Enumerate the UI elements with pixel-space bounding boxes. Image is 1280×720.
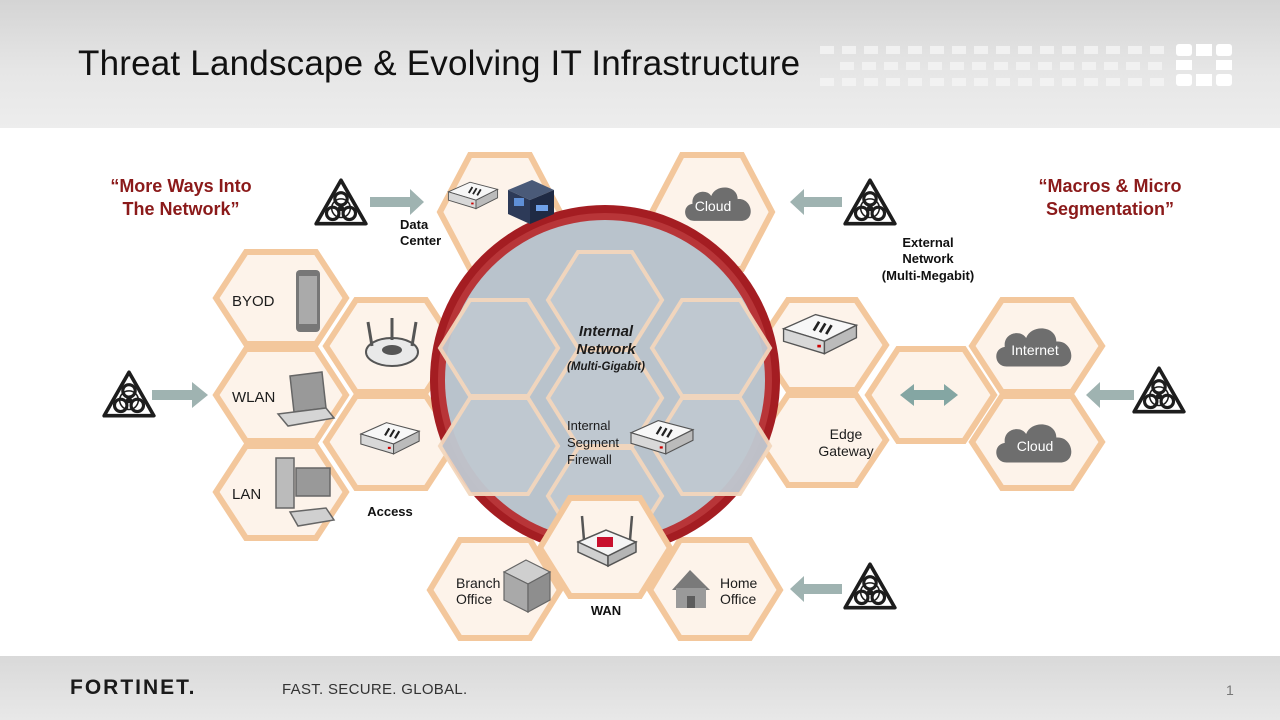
arrow-home xyxy=(790,576,842,602)
center-subtitle: (Multi-Gigabit) xyxy=(567,361,645,373)
label-external-1: External xyxy=(902,235,953,250)
wan-router-icon xyxy=(576,515,638,568)
center-title-line2: Network xyxy=(576,341,636,358)
slide-header: Threat Landscape & Evolving IT Infrastru… xyxy=(0,0,1280,128)
desktop-icon xyxy=(275,457,336,527)
center-title-line1: Internal xyxy=(579,323,634,340)
footer-tagline: FAST. SECURE. GLOBAL. xyxy=(282,681,468,698)
segment-line3: Firewall xyxy=(567,452,612,467)
label-data-center-1: Data xyxy=(400,217,429,232)
slide-title: Threat Landscape & Evolving IT Infrastru… xyxy=(78,44,801,83)
page-number: 1 xyxy=(1226,682,1234,698)
quote-right-line1: “Macros & Micro xyxy=(1038,176,1182,196)
label-home-2: Office xyxy=(720,591,757,607)
segment-line1: Internal xyxy=(567,418,610,433)
fortinet-logo-mark xyxy=(1176,44,1232,86)
building-icon xyxy=(502,559,552,614)
label-access: Access xyxy=(367,504,413,519)
label-external-2: Network xyxy=(902,251,954,266)
quote-left-line2: The Network” xyxy=(122,199,240,219)
label-wlan: WLAN xyxy=(232,389,275,406)
quote-left: “More Ways Into The Network” xyxy=(96,175,266,221)
arrow-left-mid xyxy=(152,382,208,408)
label-lan: LAN xyxy=(232,486,261,503)
slide-footer xyxy=(0,656,1280,720)
arrow-right-mid xyxy=(1086,382,1134,408)
label-data-center-2: Center xyxy=(400,233,441,248)
biohazard-icon xyxy=(102,370,156,418)
quote-left-line1: “More Ways Into xyxy=(110,176,252,196)
fortinet-brand: FORTINET. xyxy=(70,676,197,699)
label-home-1: Home xyxy=(720,575,758,591)
wifi-router-icon xyxy=(365,318,419,367)
laptop-icon xyxy=(276,371,336,427)
label-wan: WAN xyxy=(591,603,621,618)
label-edge-1: Edge xyxy=(830,426,863,442)
header-pattern xyxy=(820,44,1232,86)
quote-right: “Macros & Micro Segmentation” xyxy=(1024,175,1196,221)
hex-home xyxy=(646,537,784,641)
network-diagram: Internal Network (Multi-Gigabit) Interna… xyxy=(102,152,1186,641)
phone-icon xyxy=(296,270,320,332)
house-icon xyxy=(672,570,710,608)
threat-arrows xyxy=(152,189,1134,602)
label-internet: Internet xyxy=(1011,342,1059,358)
label-cloud-top: Cloud xyxy=(695,198,732,214)
label-branch-2: Office xyxy=(456,591,493,607)
biohazard-icon xyxy=(1132,366,1186,414)
arrow-cloud-top xyxy=(790,189,842,215)
biohazard-icon xyxy=(314,178,368,226)
double-arrow-icon xyxy=(900,384,958,406)
label-byod: BYOD xyxy=(232,293,275,310)
arrow-data-center xyxy=(370,189,424,215)
segment-line2: Segment xyxy=(567,435,619,450)
biohazard-icon xyxy=(843,562,897,610)
label-external-3: (Multi-Megabit) xyxy=(882,268,974,283)
label-edge-2: Gateway xyxy=(818,443,873,459)
server-icon xyxy=(508,180,554,224)
hex-edge-gateway xyxy=(754,392,890,488)
biohazard-icon xyxy=(843,178,897,226)
label-branch-1: Branch xyxy=(456,575,500,591)
quote-right-line2: Segmentation” xyxy=(1045,199,1174,219)
label-cloud-right: Cloud xyxy=(1017,438,1054,454)
